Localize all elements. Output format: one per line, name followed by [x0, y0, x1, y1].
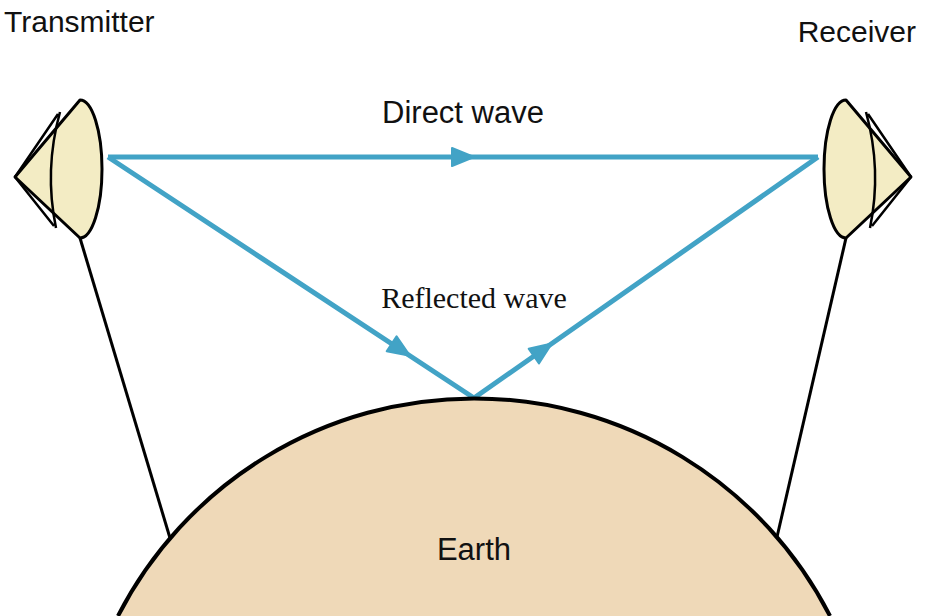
node-label: Earth: [437, 532, 511, 568]
earth-shape: Earth: [118, 398, 830, 616]
horn-detail: [866, 112, 911, 228]
arrowhead: [529, 343, 552, 363]
wave-label: Reflected wave: [381, 281, 567, 315]
arrowhead: [452, 148, 474, 166]
earth-shape-outline: [118, 398, 830, 616]
mast-line: [80, 238, 170, 538]
transmitter-antenna: Transmitter: [8, 85, 108, 245]
wave-path: [108, 157, 818, 398]
receiver-antenna-outline: [818, 85, 918, 245]
earth-fill: [118, 398, 830, 616]
transmitter-antenna-outline: [8, 85, 108, 245]
arrowhead: [387, 336, 410, 356]
horn-body: [824, 100, 911, 238]
horn-body: [15, 100, 102, 238]
receiver-antenna: Receiver: [818, 85, 918, 245]
node-label: Receiver: [798, 15, 916, 49]
node-label: Transmitter: [4, 5, 155, 39]
mast-line: [777, 238, 846, 537]
earth-outline: [118, 398, 830, 616]
wave-label: Direct wave: [382, 95, 544, 131]
horn-detail: [15, 112, 60, 228]
